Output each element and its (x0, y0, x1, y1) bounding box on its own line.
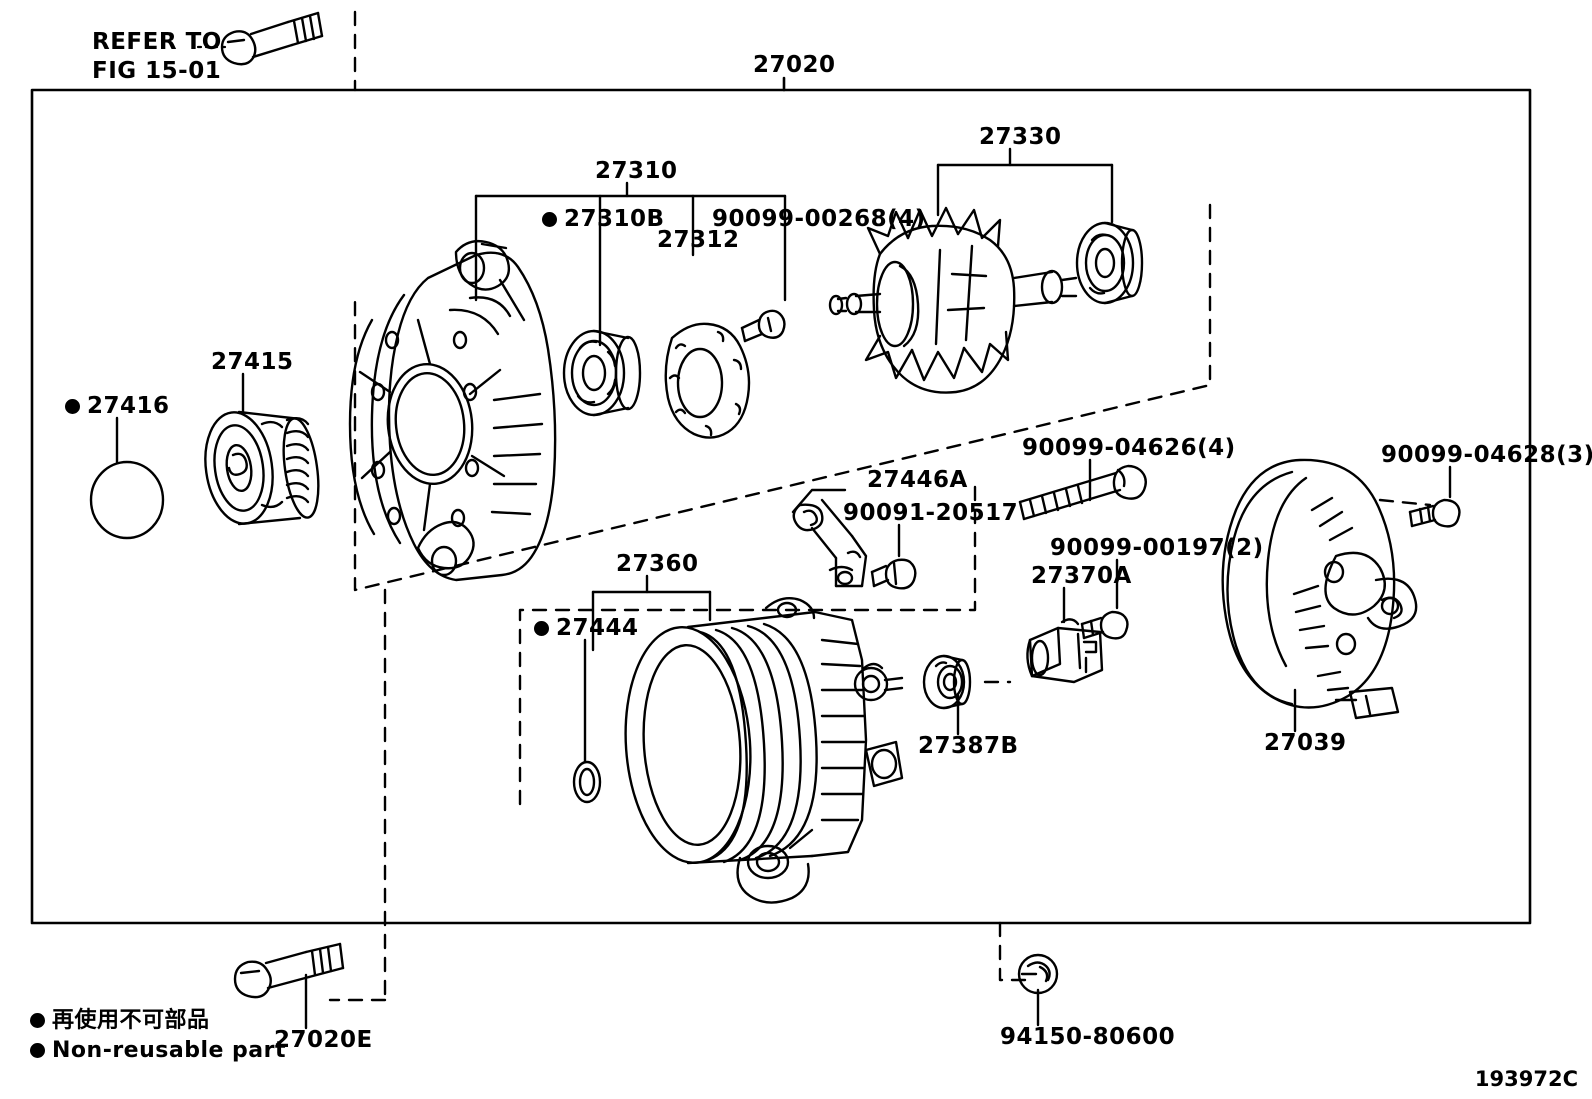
legend-english: Non-reusable part (30, 1038, 286, 1063)
part-label-27415[interactable]: 27415 (211, 349, 294, 375)
non-reusable-dot (534, 621, 549, 636)
dash-stator-region (518, 485, 977, 807)
non-reusable-dot (542, 212, 557, 227)
part-label-27416[interactable]: 27416 (65, 393, 170, 419)
part-label-90099-00197[interactable]: 90099-00197(2) (1050, 535, 1264, 561)
legend-english-text: Non-reusable part (52, 1038, 287, 1064)
part-94150-80600 (1017, 953, 1059, 995)
part-27312-retainer (664, 322, 751, 439)
non-reusable-dot (30, 1013, 45, 1028)
part-refer-bolt (220, 11, 324, 66)
bracket-27330 (936, 147, 1114, 224)
part-label-27444[interactable]: 27444 (534, 615, 639, 641)
part-number-text: 27444 (556, 615, 639, 641)
part-27446A-bracket (792, 498, 868, 588)
part-label-90099-00268[interactable]: 90099-00268(4) (712, 206, 926, 232)
part-90099-04628-bolt (1408, 498, 1461, 528)
part-90091-20517-bolt (870, 558, 917, 590)
part-label-27330[interactable]: 27330 (979, 124, 1062, 150)
dash-27330-region (353, 203, 1212, 592)
refer-to-note: REFER TO FIG 15-01 (92, 28, 222, 86)
part-label-27020E[interactable]: 27020E (274, 1027, 373, 1053)
part-27416-cap (89, 460, 165, 540)
legend-japanese: 再使用不可部品 (30, 1008, 286, 1033)
bracket-27360 (591, 574, 712, 652)
part-27310-frame (348, 239, 557, 582)
part-label-27310B[interactable]: 27310B (542, 206, 665, 232)
part-rotor-rear-bearing (1075, 221, 1144, 305)
part-label-90091-20517[interactable]: 90091-20517 (843, 500, 1019, 526)
part-27360-stator (624, 597, 904, 904)
part-label-27446A[interactable]: 27446A (867, 467, 968, 493)
diagram-code: 193972C (1474, 1067, 1578, 1091)
part-27444-seal (572, 760, 602, 804)
part-number-text: 27416 (87, 393, 170, 419)
part-number-text: 27310B (564, 206, 665, 232)
part-label-27020[interactable]: 27020 (753, 52, 836, 78)
part-27370A-insulator (1026, 618, 1104, 684)
part-label-27370A[interactable]: 27370A (1031, 563, 1132, 589)
part-label-94150-80600[interactable]: 94150-80600 (1000, 1024, 1176, 1050)
part-label-27387B[interactable]: 27387B (918, 733, 1019, 759)
legend-japanese-text: 再使用不可部品 (52, 1008, 210, 1033)
legend-block: 再使用不可部品 Non-reusable part (30, 1008, 286, 1069)
part-90099-04626-bolt (1018, 464, 1147, 521)
part-27039-cover (1221, 458, 1418, 720)
refer-line-1: REFER TO (92, 29, 222, 55)
part-90099-00268-screw (740, 309, 786, 343)
refer-line-2: FIG 15-01 (92, 57, 222, 84)
part-label-90099-04626[interactable]: 90099-04626(4) (1022, 435, 1236, 461)
part-27020E-bolt (233, 942, 345, 999)
dash-right-cover (1378, 498, 1432, 507)
non-reusable-dot (65, 399, 80, 414)
part-label-27039[interactable]: 27039 (1264, 730, 1347, 756)
part-label-27312[interactable]: 27312 (657, 227, 740, 253)
non-reusable-dot (30, 1043, 45, 1059)
part-label-27310[interactable]: 27310 (595, 158, 678, 184)
assembly-frame (30, 88, 1532, 925)
part-27310B-bearing (562, 329, 642, 417)
part-label-27360[interactable]: 27360 (616, 551, 699, 577)
part-27387B-spacer (922, 654, 972, 710)
dash-nut-vert (998, 921, 1037, 982)
part-label-90099-04628[interactable]: 90099-04628(3) (1381, 442, 1592, 468)
part-27330-rotor (828, 206, 1078, 394)
part-27415-pulley (204, 410, 320, 526)
part-90099-00197-bolt (1080, 610, 1129, 640)
